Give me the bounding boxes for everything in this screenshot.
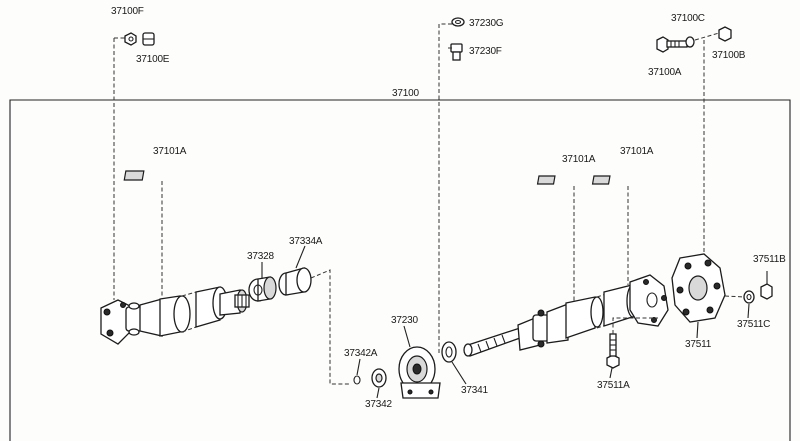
leader-37511A — [612, 317, 658, 334]
flexible-coupling-37511 — [671, 253, 726, 323]
label-37100C: 37100C — [671, 13, 705, 24]
label-37100E: 37100E — [136, 54, 170, 65]
label-37100B: 37100B — [712, 50, 746, 61]
label-37511C: 37511C — [737, 319, 770, 330]
label-37511A: 37511A — [597, 380, 630, 391]
leader-37511C — [724, 295, 745, 298]
balance-weight-right-b — [591, 175, 629, 285]
top-center-nut-and-bolt — [450, 17, 465, 61]
label-37341: 37341 — [461, 385, 488, 396]
part-labels: 37100F 37100E 37230G 37230F 37100C 37100… — [111, 6, 786, 410]
washer-37341 — [441, 341, 457, 363]
assembly-frame — [9, 99, 791, 441]
label-37100: 37100 — [392, 88, 419, 99]
label-37101A-left: 37101A — [153, 146, 187, 157]
center-bearing-37230 — [398, 346, 441, 399]
label-37328: 37328 — [247, 251, 274, 262]
snap-ring-37342A — [353, 375, 361, 385]
top-left-nut-and-washer — [124, 32, 155, 46]
label-37342: 37342 — [365, 399, 392, 410]
label-37511: 37511 — [685, 339, 712, 350]
label-37101A-mid: 37101A — [562, 154, 596, 165]
washer-37511C — [743, 290, 755, 304]
nut-37328 — [248, 276, 277, 302]
balance-weight-right-a — [536, 175, 575, 303]
label-37230: 37230 — [391, 315, 418, 326]
nut-37511B — [760, 283, 773, 300]
label-37101A-right: 37101A — [620, 146, 654, 157]
nut-37342 — [371, 368, 387, 388]
left-propeller-shaft — [100, 286, 250, 345]
bolt-37511A — [606, 333, 620, 369]
label-37511B: 37511B — [753, 254, 786, 265]
leader-37334A-tip — [295, 245, 306, 269]
leader-37334A — [310, 269, 350, 385]
label-37100A: 37100A — [648, 67, 682, 78]
balance-weight-left — [123, 170, 163, 297]
label-37230G: 37230G — [469, 18, 504, 29]
label-37100F: 37100F — [111, 6, 144, 17]
callout-ticks — [356, 303, 750, 399]
dust-boot-37334A — [278, 267, 312, 296]
label-37342A: 37342A — [344, 348, 378, 359]
top-leader-lines — [113, 23, 720, 355]
top-right-bolt-nut-washer — [656, 26, 732, 53]
label-37230F: 37230F — [469, 46, 502, 57]
right-propeller-shaft — [463, 274, 669, 357]
label-37334A: 37334A — [289, 236, 323, 247]
